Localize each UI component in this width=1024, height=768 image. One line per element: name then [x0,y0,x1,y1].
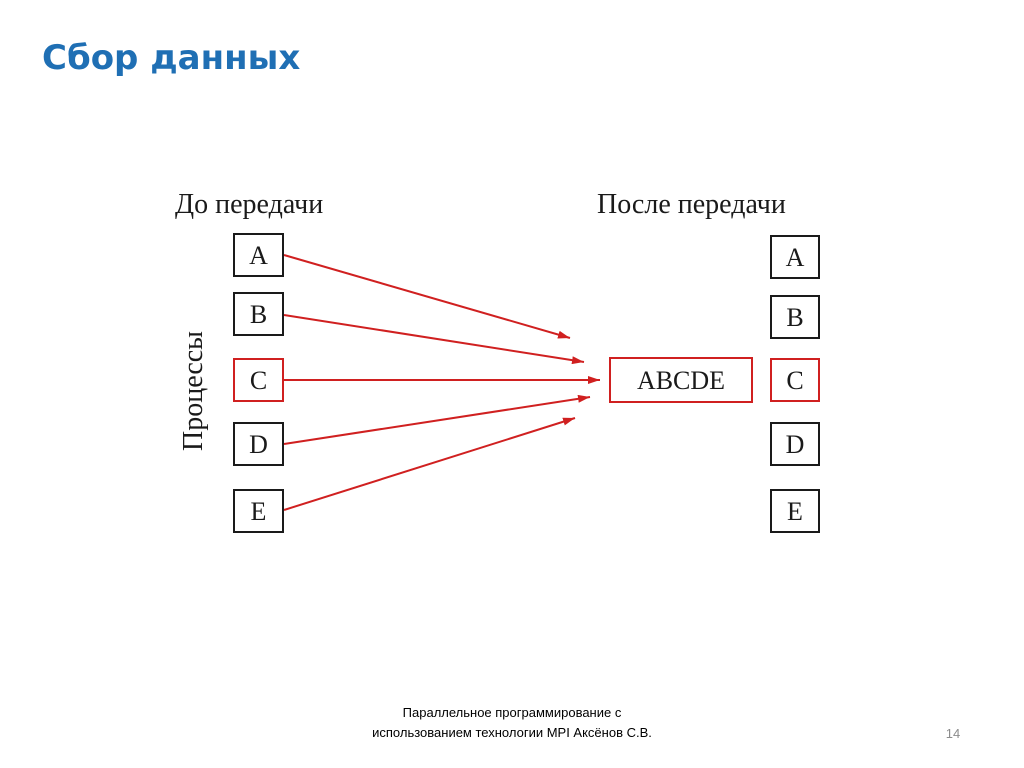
arrow-process-a [283,254,571,339]
process-label: E [251,497,267,526]
arrow-process-d [283,394,591,445]
process-label: D [249,430,268,459]
process-box-after-b: B [770,295,820,339]
process-box-before-d: D [233,422,284,466]
slide-title: Сбор данных [42,38,301,78]
process-label: E [787,497,803,526]
page-number: 14 [945,726,961,741]
process-box-before-e: E [233,489,284,533]
process-box-after-d: D [770,422,820,466]
process-box-after-e: E [770,489,820,533]
gathered-result-box: ABCDE [609,357,753,403]
process-box-before-b: B [233,292,284,336]
after-transfer-label: После передачи [597,189,786,220]
arrow-process-e [283,417,576,511]
gathered-result-label: ABCDE [637,366,725,395]
process-box-before-c-root: C [233,358,284,402]
process-label: B [786,303,803,332]
process-label: C [786,366,803,395]
process-label: A [249,241,268,270]
process-box-before-a: A [233,233,284,277]
processes-axis-label: Процессы [178,331,209,451]
slide-footer: Параллельное программирование с использо… [372,705,652,740]
process-label: B [250,300,267,329]
process-box-after-a: A [770,235,820,279]
arrow-process-b [283,314,585,365]
process-label: C [250,366,267,395]
process-label: D [786,430,805,459]
process-box-after-c-root: C [770,358,820,402]
process-label: A [786,243,805,272]
before-transfer-label: До передачи [175,189,323,220]
